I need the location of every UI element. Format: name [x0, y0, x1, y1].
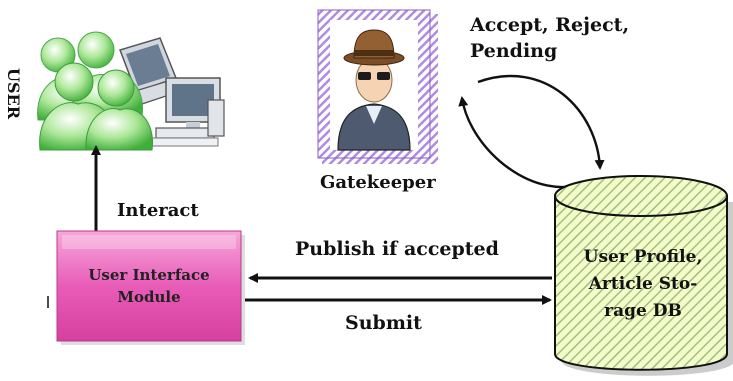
publish-label: Publish if accepted — [295, 238, 499, 260]
desktop-computer-icon — [147, 77, 225, 147]
user-group-icon — [37, 31, 225, 151]
db-to-gatekeeper-arrow — [458, 96, 589, 189]
ui-module-label-box: User Interface Module — [57, 231, 241, 341]
user-label: USER — [4, 68, 23, 119]
gatekeeper-to-db-arrow — [477, 74, 605, 170]
ui-module-label: User Interface Module — [88, 266, 210, 306]
database-node — [554, 175, 733, 376]
ui-module-node — [56, 230, 245, 345]
submit-label: Submit — [345, 312, 422, 334]
gatekeeper-label: Gatekeeper — [320, 172, 436, 193]
gatekeeper-db-label: Accept, Reject, Pending — [470, 14, 630, 62]
database-label: User Profile, Article Sto- rage DB — [583, 247, 703, 321]
person-icon — [85, 69, 153, 151]
gatekeeper-icon — [317, 9, 438, 164]
laptop-icon — [119, 37, 192, 105]
interact-label: Interact — [117, 200, 199, 221]
